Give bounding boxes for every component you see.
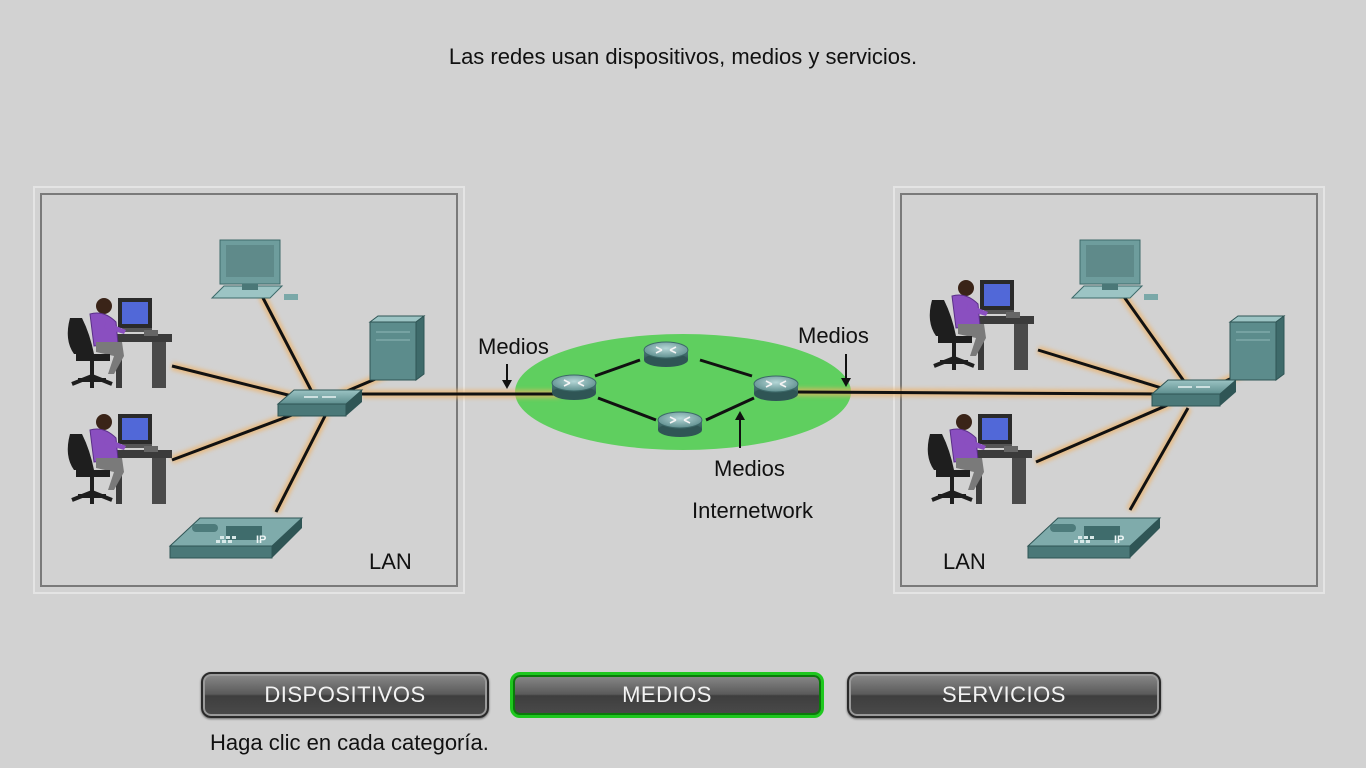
person-workstation-icon [65,412,174,506]
router-icon [753,375,799,402]
dispositivos-button[interactable]: DISPOSITIVOS [201,672,489,718]
media-label-right: Medios [798,323,869,348]
media-label-bottom: Medios [714,456,785,481]
person-workstation-icon [65,296,174,390]
switch-icon [277,389,363,417]
pc-icon [1071,239,1159,301]
media-label-left: Medios [478,334,549,359]
lan-links-left [170,294,560,514]
server-icon [369,315,425,381]
servicios-button[interactable]: SERVICIOS [847,672,1161,718]
lan-left-label: LAN [369,549,412,574]
person-workstation-icon [927,278,1036,372]
router-icon [643,341,689,368]
medios-button[interactable]: MEDIOS [510,672,824,718]
pc-icon [211,239,299,301]
internetwork-links [594,358,755,422]
ip-phone-icon: IP [1027,517,1161,559]
lan-right-label: LAN [943,549,986,574]
router-icon [657,411,703,438]
server-icon [1229,315,1285,381]
instruction-text: Haga clic en cada categoría. [210,730,489,755]
router-icon [551,374,597,401]
internetwork-label: Internetwork [692,498,814,523]
ip-phone-icon: IP [169,517,303,559]
page-title: Las redes usan dispositivos, medios y se… [448,44,918,69]
media-arrows [502,354,851,448]
ip-phone-badge: IP [1114,534,1124,546]
ip-phone-badge: IP [256,534,266,546]
person-workstation-icon [925,412,1034,506]
internetwork-cloud [515,334,851,450]
switch-icon [1151,379,1237,407]
